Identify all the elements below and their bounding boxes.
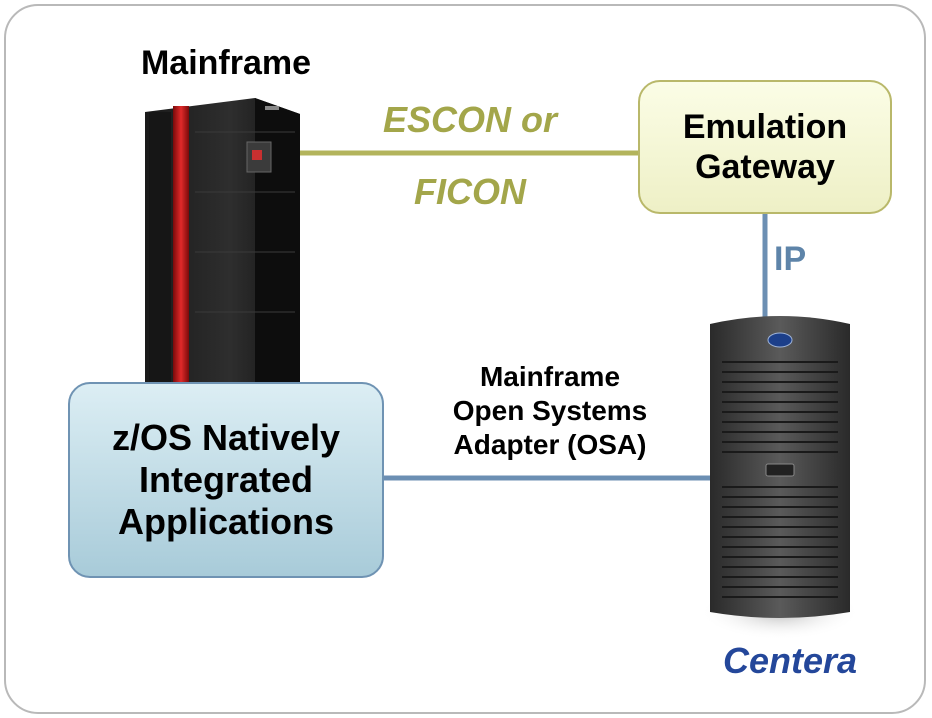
osa-label: Mainframe Open Systems Adapter (OSA) [400,360,700,462]
gateway-line1: Emulation [682,108,848,146]
mainframe-title: Mainframe [140,44,312,82]
osa-line3: Adapter (OSA) [453,429,647,460]
escon-ficon-label: ESCON or FICON [350,84,590,228]
apps-line3: Applications [117,501,335,542]
escon-label-line1: ESCON or [382,99,558,140]
zos-applications-box: z/OS Natively Integrated Applications [68,382,384,578]
emulation-gateway-box: Emulation Gateway [638,80,892,214]
mainframe-server-icon [145,98,300,394]
osa-line2: Open Systems [452,395,648,426]
ip-label: IP [774,240,807,278]
gateway-line2: Gateway [695,148,835,186]
centera-server-icon [700,316,860,640]
centera-label: Centera [722,640,858,681]
ficon-label-line2: FICON [414,171,526,212]
apps-line1: z/OS Natively [111,417,341,458]
apps-line2: Integrated [138,459,314,500]
osa-line1: Mainframe [479,361,621,392]
